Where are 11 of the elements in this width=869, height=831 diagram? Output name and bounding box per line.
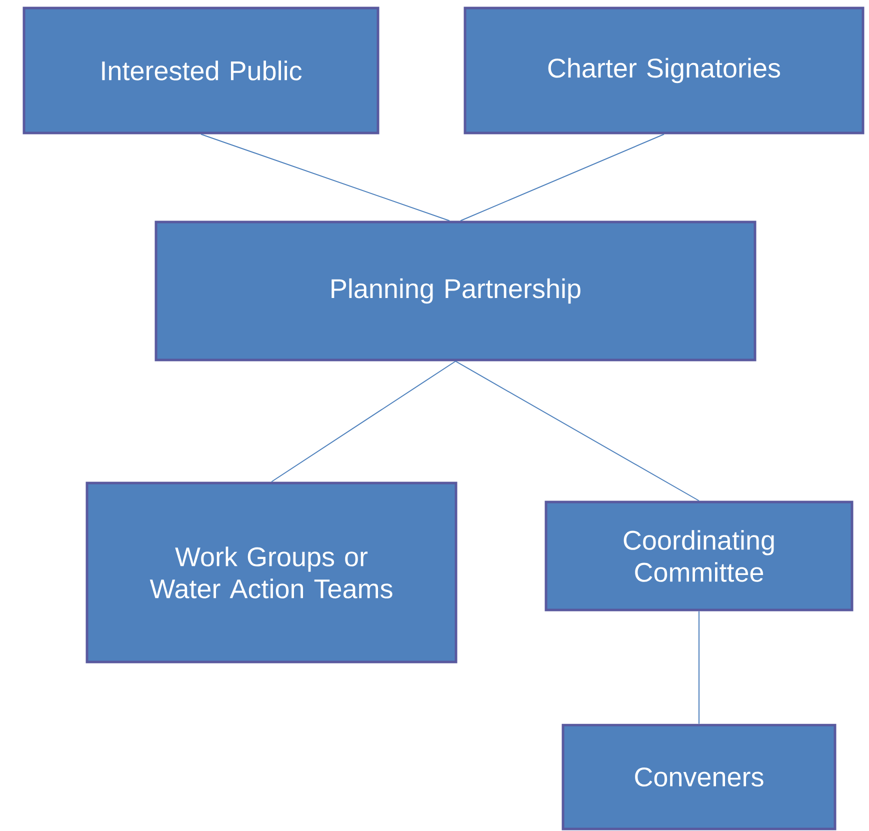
process-box: Planning Partnership	[154, 220, 756, 362]
connector-line	[455, 360, 700, 502]
connector-line	[200, 134, 450, 222]
process-box: Interested Public	[22, 6, 380, 134]
connector-line	[698, 610, 700, 724]
process-box: Work Groups or Water Action Teams	[86, 482, 458, 664]
process-box: Charter Signatories	[464, 6, 864, 134]
process-box: Coordinating Committee	[544, 500, 854, 612]
process-box: Conveners	[562, 724, 836, 830]
connector-line	[460, 134, 664, 222]
connector-line	[271, 360, 456, 482]
